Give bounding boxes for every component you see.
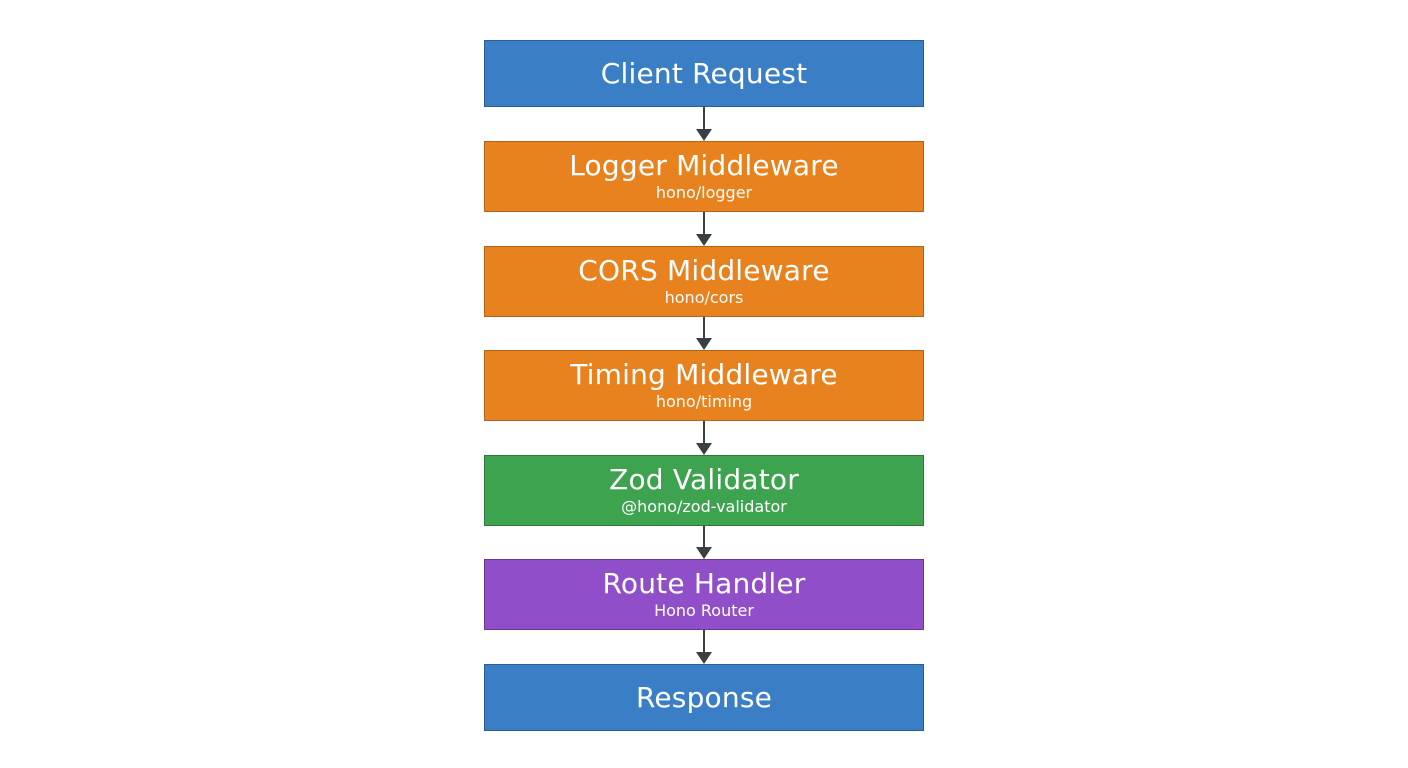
arrow-shaft [703,526,705,549]
arrow-head-icon [696,234,712,246]
arrow-shaft [703,630,705,654]
node-subtitle: hono/logger [655,183,753,202]
node-subtitle: Hono Router [654,601,754,620]
arrow-head-icon [696,129,712,141]
arrow-head-icon [696,652,712,664]
node-title: Response [635,680,773,714]
arrow-shaft [703,212,705,236]
flow-arrow-down [696,630,712,664]
flow-node-response: Response [484,664,924,731]
arrow-head-icon [696,443,712,455]
arrow-shaft [703,317,705,340]
node-subtitle: @hono/zod-validator [621,497,787,516]
node-subtitle: hono/timing [655,392,753,411]
node-title: CORS Middleware [578,254,830,287]
flow-arrow-down [696,212,712,246]
arrow-head-icon [696,338,712,350]
node-title: Route Handler [602,567,806,600]
flow-arrow-down [696,107,712,141]
arrow-shaft [703,107,705,131]
node-title: Client Request [600,56,808,90]
flow-node-client-request: Client Request [484,40,924,107]
node-subtitle: hono/cors [664,288,744,307]
arrow-head-icon [696,547,712,559]
flow-arrow-down [696,317,712,350]
node-title: Timing Middleware [570,358,838,391]
node-title: Logger Middleware [569,149,839,182]
arrow-shaft [703,421,705,445]
flow-arrow-down [696,421,712,455]
flow-node-zod-validator: Zod Validator@hono/zod-validator [484,455,924,526]
flow-arrow-down [696,526,712,559]
node-title: Zod Validator [609,463,799,496]
